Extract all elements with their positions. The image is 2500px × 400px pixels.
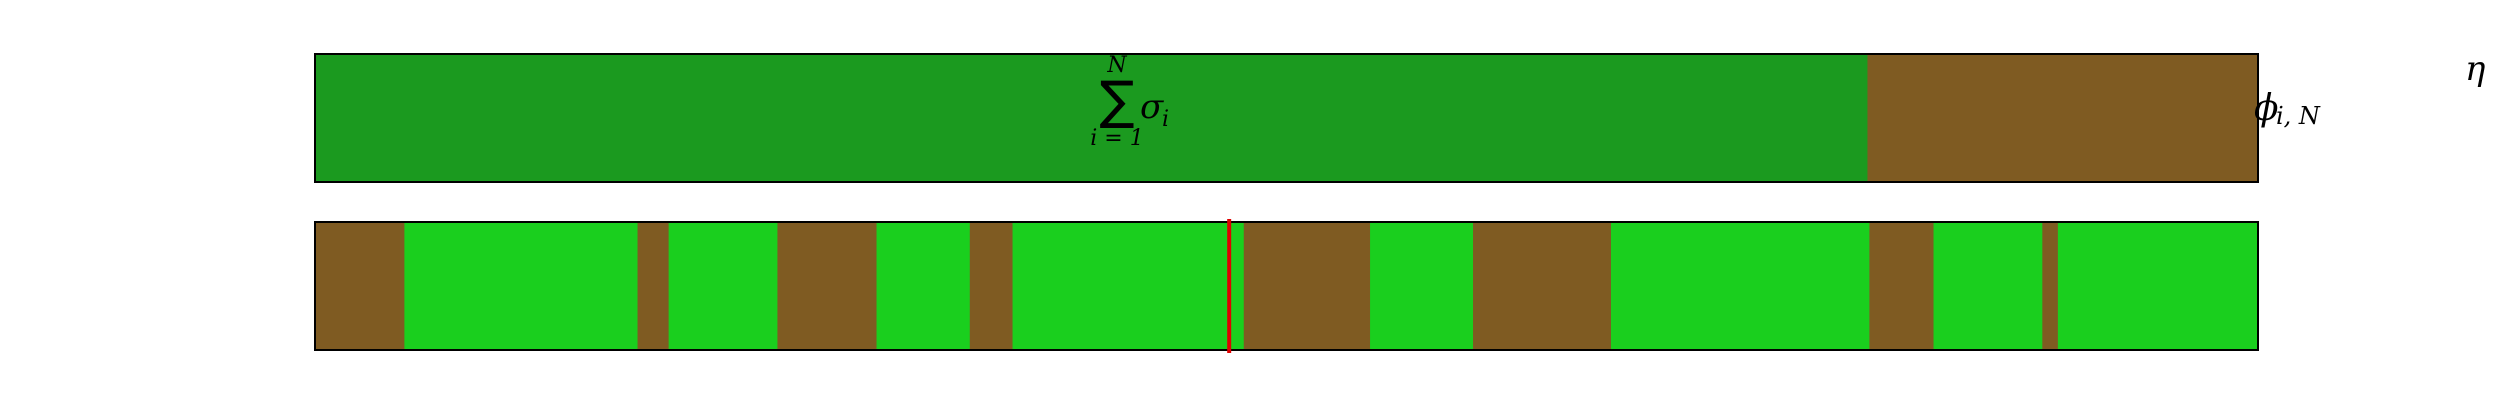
bottom-bar-segment-brown — [969, 222, 1014, 350]
bottom-bar-segment-green — [668, 222, 778, 350]
bottom-bar-segment-brown — [315, 222, 405, 350]
bottom-bar-segment-brown — [1473, 222, 1612, 350]
sum-term: σ — [1140, 87, 1164, 127]
bottom-bar-segment-green — [1012, 222, 1245, 350]
sum-lower-limit: i = 1 — [1090, 126, 1143, 151]
top-bar-segment-brown — [1867, 54, 2259, 182]
bottom-bar-segment-brown — [637, 222, 670, 350]
sum-symbol: ∑ — [1099, 71, 1134, 131]
bottom-bar — [315, 222, 2259, 350]
top-bar-outline — [314, 53, 2259, 183]
phi-symbol: ϕ — [2254, 88, 2279, 129]
phi-label: ϕ i, N — [2254, 88, 2321, 130]
phi-subscript: i, N — [2276, 102, 2321, 130]
bottom-bar-outline — [314, 221, 2259, 351]
bottom-bar-segment-green — [1610, 222, 1870, 350]
bottom-bar-segment-green — [876, 222, 971, 350]
top-bar-segment-green — [315, 54, 1868, 182]
top-bar — [315, 54, 2259, 182]
sum-label: N ∑ i = 1 σ i — [1090, 53, 1169, 151]
bottom-bar-segment-green — [2057, 222, 2259, 350]
eta-label: η — [2465, 49, 2486, 89]
bottom-bar-segment-brown — [1243, 222, 1371, 350]
bottom-bar-segment-brown — [777, 222, 878, 350]
sum-upper-limit: N — [1106, 53, 1127, 78]
bottom-bar-segment-green — [404, 222, 639, 350]
bottom-bar-segment-green — [1370, 222, 1474, 350]
bottom-bar-segment-brown — [1869, 222, 1935, 350]
sum-term-subscript: i — [1162, 107, 1169, 132]
bottom-bar-segment-green — [1933, 222, 2043, 350]
bottom-bar-segment-brown — [2042, 222, 2059, 350]
